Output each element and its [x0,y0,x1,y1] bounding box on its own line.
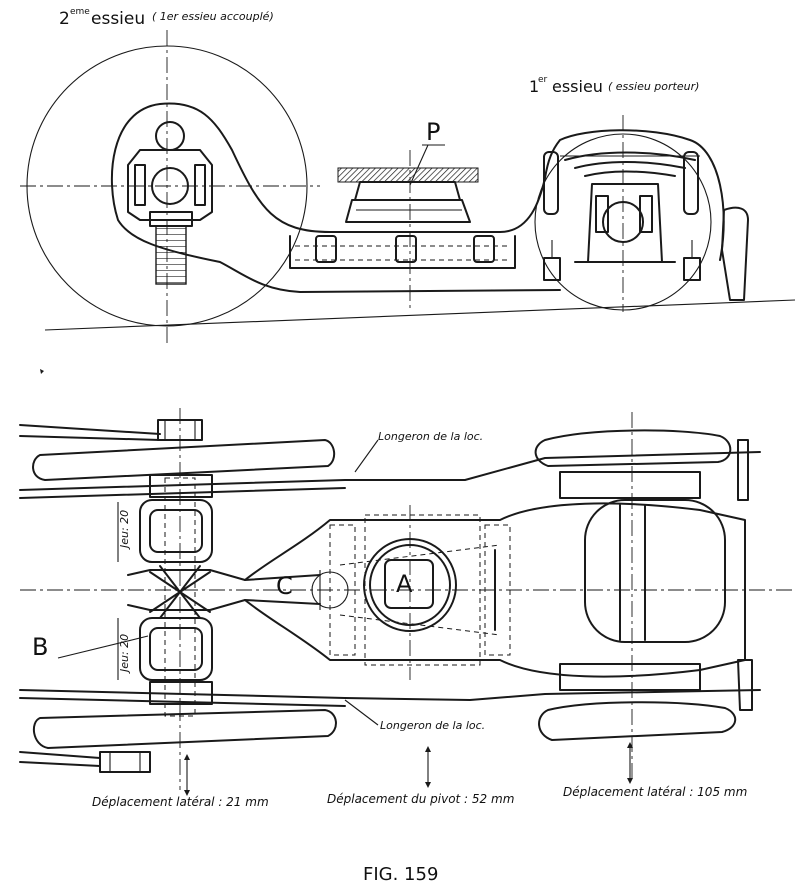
axle2-title: 2 eme essieu ( 1er essieu accouplé) [59,7,274,29]
axle2-number: 2 [59,9,70,29]
pivot-a [363,538,457,632]
axle1-word: essieu [552,77,603,96]
longeron-bottom [19,689,761,701]
label-p: P [426,118,440,146]
first-axle-wheel [534,115,749,312]
displacement-lateral-2: Déplacement latéral : 105 mm [563,785,747,799]
bogie-frame [110,102,725,293]
label-a: A [396,570,413,598]
longeron-bottom-label: Longeron de la loc. [380,719,485,732]
second-axle-wheel [20,30,320,345]
axle2-word: essieu [91,9,145,29]
axle1-superscript: er [538,75,548,85]
longeron-top-label: Longeron de la loc. [378,430,483,443]
axle1-number: 1 [529,77,539,96]
jeu-bottom-label: Jeu: 20 [118,634,131,674]
figure-caption: FIG. 159 [363,864,438,885]
side-elevation-view: P [20,7,796,374]
displacement-arrows [184,742,633,796]
axle2-superscript: eme [70,7,90,17]
longeron-top [19,451,761,491]
wheel-bottom-right [538,701,737,741]
plan-view: Jeu: 20 Jeu: 20 [19,408,795,809]
axle1-note: ( essieu porteur) [608,80,699,93]
displacement-pivot: Déplacement du pivot : 52 mm [327,792,514,806]
axle1-title: 1 er essieu ( essieu porteur) [529,75,699,96]
wheel-bottom-left [32,709,337,749]
rail-line [44,299,796,331]
displacement-lateral-1: Déplacement latéral : 21 mm [92,795,269,809]
wheel-top-right [534,429,732,467]
wheel-top-left [32,439,336,481]
jeu-top-label: Jeu: 20 [118,510,131,550]
pivot-p: P [337,118,479,223]
label-b: B [32,633,48,661]
label-c: C [276,572,293,600]
axle2-note: ( 1er essieu accouplé) [152,10,274,23]
